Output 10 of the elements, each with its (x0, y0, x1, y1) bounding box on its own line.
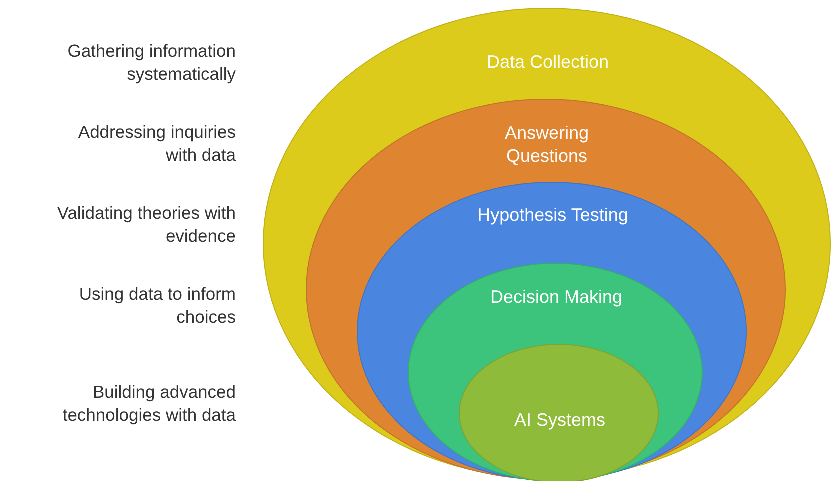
description-text: Validating theories with evidence (56, 202, 236, 248)
description-text: Building advanced technologies with data (62, 381, 236, 427)
description-text: Addressing inquiries with data (77, 121, 236, 167)
layer-label: AI Systems (513, 409, 607, 432)
description-text: Gathering information systematically (66, 40, 236, 86)
description-text: Using data to inform choices (78, 283, 236, 329)
layer-label: Decision Making (489, 286, 624, 309)
layer-label: Hypothesis Testing (476, 204, 630, 227)
layer-label: Data Collection (486, 51, 610, 74)
layer-label: Answering Questions (504, 122, 590, 168)
